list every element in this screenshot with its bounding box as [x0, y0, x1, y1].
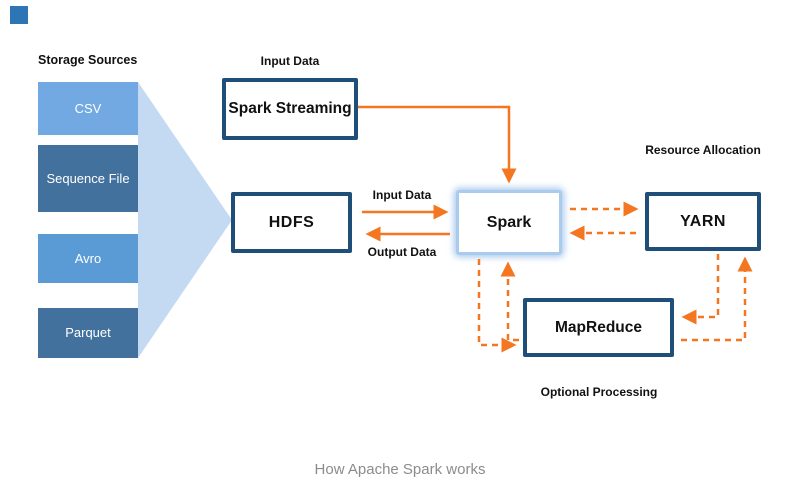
optional-processing-label: Optional Processing	[540, 385, 658, 399]
storage-item-parquet: Parquet	[38, 308, 138, 358]
brand-mark	[10, 6, 28, 24]
node-hdfs: HDFS	[231, 192, 352, 253]
input-data-label-top: Input Data	[260, 54, 320, 68]
funnel-shape	[138, 82, 232, 358]
node-label: Spark Streaming	[228, 100, 352, 118]
node-spark: Spark	[456, 190, 562, 255]
node-label: Spark	[486, 213, 532, 231]
arrow-mapreduce-to-yarn	[681, 256, 753, 342]
output-data-label: Output Data	[367, 245, 437, 259]
arrow-yarn-to-mapreduce	[681, 254, 720, 325]
storage-item-label: Sequence File	[46, 170, 130, 186]
input-data-label: Input Data	[372, 188, 432, 202]
resource-allocation-label: Resource Allocation	[645, 143, 761, 157]
arrow-spark-streaming-to-spark	[358, 105, 517, 184]
node-label: YARN	[680, 212, 726, 230]
node-label: MapReduce	[555, 318, 642, 336]
storage-item-sequence-file: Sequence File	[38, 145, 138, 212]
node-mapreduce: MapReduce	[523, 298, 674, 357]
arrow-spark-to-mapreduce	[477, 259, 517, 353]
arrow-mapreduce-to-spark	[500, 261, 519, 342]
storage-item-avro: Avro	[38, 234, 138, 283]
storage-sources-heading: Storage Sources	[38, 53, 138, 67]
storage-item-csv: CSV	[38, 82, 138, 135]
storage-item-label: Parquet	[65, 325, 111, 341]
node-spark-streaming: Spark Streaming	[222, 78, 358, 140]
storage-item-label: Avro	[74, 250, 102, 266]
page-title: How Apache Spark works	[314, 461, 486, 478]
node-label: HDFS	[268, 213, 315, 231]
storage-item-label: CSV	[74, 100, 102, 116]
node-yarn: YARN	[645, 192, 761, 251]
